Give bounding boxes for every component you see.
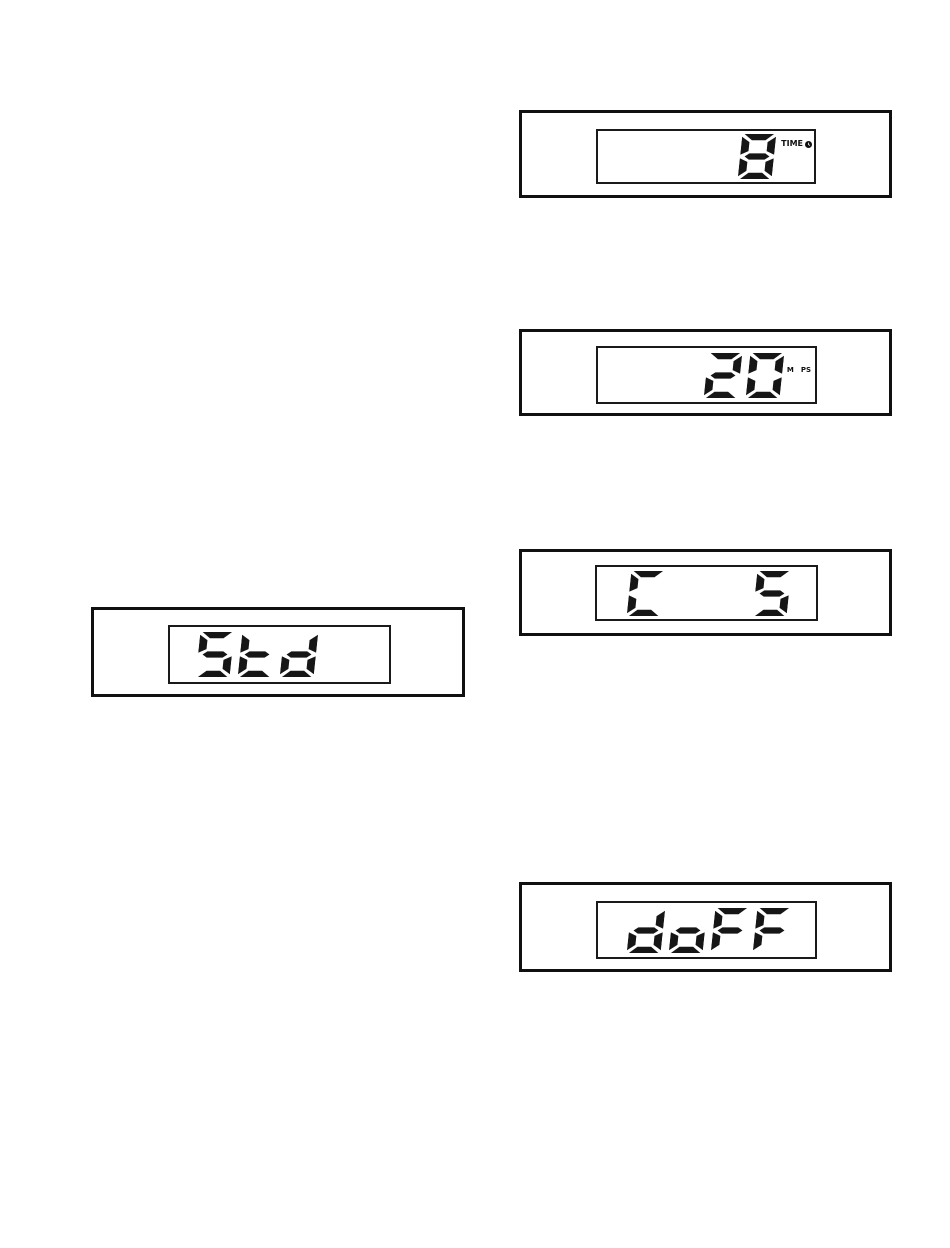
- lcd-screen-minutes: M PS: [596, 346, 817, 404]
- lcd-screen-mode: [168, 625, 391, 684]
- seven-segment-readout-cycle: [626, 570, 792, 616]
- unit-indicator-ps: PS: [800, 365, 811, 374]
- figure-hour-frame: TIME: [519, 110, 892, 198]
- figure-display-off-frame: [519, 882, 892, 972]
- figure-cycle-frame: [519, 549, 892, 636]
- figure-mode-frame: [91, 607, 465, 697]
- seven-segment-readout-hour: [738, 134, 777, 179]
- unit-indicator-m: M: [786, 365, 794, 374]
- lcd-screen-hour: TIME: [596, 129, 816, 184]
- seven-segment-readout-minutes: [703, 352, 784, 398]
- figure-minutes-frame: M PS: [519, 329, 892, 416]
- seven-segment-readout-display-off: [626, 907, 792, 953]
- lcd-screen-cycle: [595, 565, 818, 621]
- lcd-screen-display-off: [596, 901, 817, 959]
- unit-indicators: M PS: [786, 365, 811, 374]
- clock-icon: [805, 140, 812, 148]
- seven-segment-readout-mode: [196, 632, 319, 677]
- time-indicator: TIME: [781, 140, 812, 148]
- time-indicator-label: TIME: [781, 139, 803, 148]
